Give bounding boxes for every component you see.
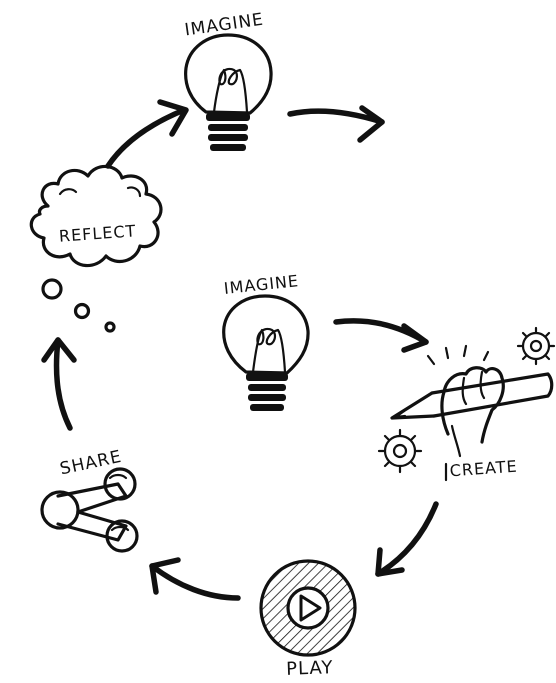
hand-pencil-gears-icon	[377, 326, 556, 474]
reflect-label: REFLECT	[58, 221, 137, 245]
create-step: CREATE	[377, 326, 556, 482]
play-step: PLAY	[259, 559, 357, 680]
top-imagine-step: IMAGINE	[183, 10, 273, 151]
cycle-arrows	[41, 99, 439, 601]
gear-icon	[377, 428, 423, 474]
arrow-reflect-to-imagine	[105, 99, 189, 169]
share-step: SHARE	[40, 447, 139, 553]
share-icon	[40, 467, 139, 553]
reflect-step: REFLECT	[29, 164, 163, 333]
arrow-imagine-to-create	[333, 318, 429, 353]
gear-icon	[516, 326, 556, 366]
center-imagine-step: IMAGINE	[222, 271, 310, 411]
arrow-imagine-outward	[287, 105, 385, 143]
arrow-create-to-play	[375, 501, 439, 577]
arrow-play-to-share	[149, 557, 241, 601]
lightbulb-icon	[184, 33, 273, 151]
lightbulb-icon	[222, 294, 310, 411]
create-label: CREATE	[449, 457, 518, 481]
center-imagine-label: IMAGINE	[223, 271, 300, 298]
play-circle-icon	[259, 559, 357, 657]
arrow-share-to-reflect	[41, 337, 77, 431]
thought-cloud-icon	[29, 164, 163, 333]
play-label: PLAY	[286, 657, 334, 680]
